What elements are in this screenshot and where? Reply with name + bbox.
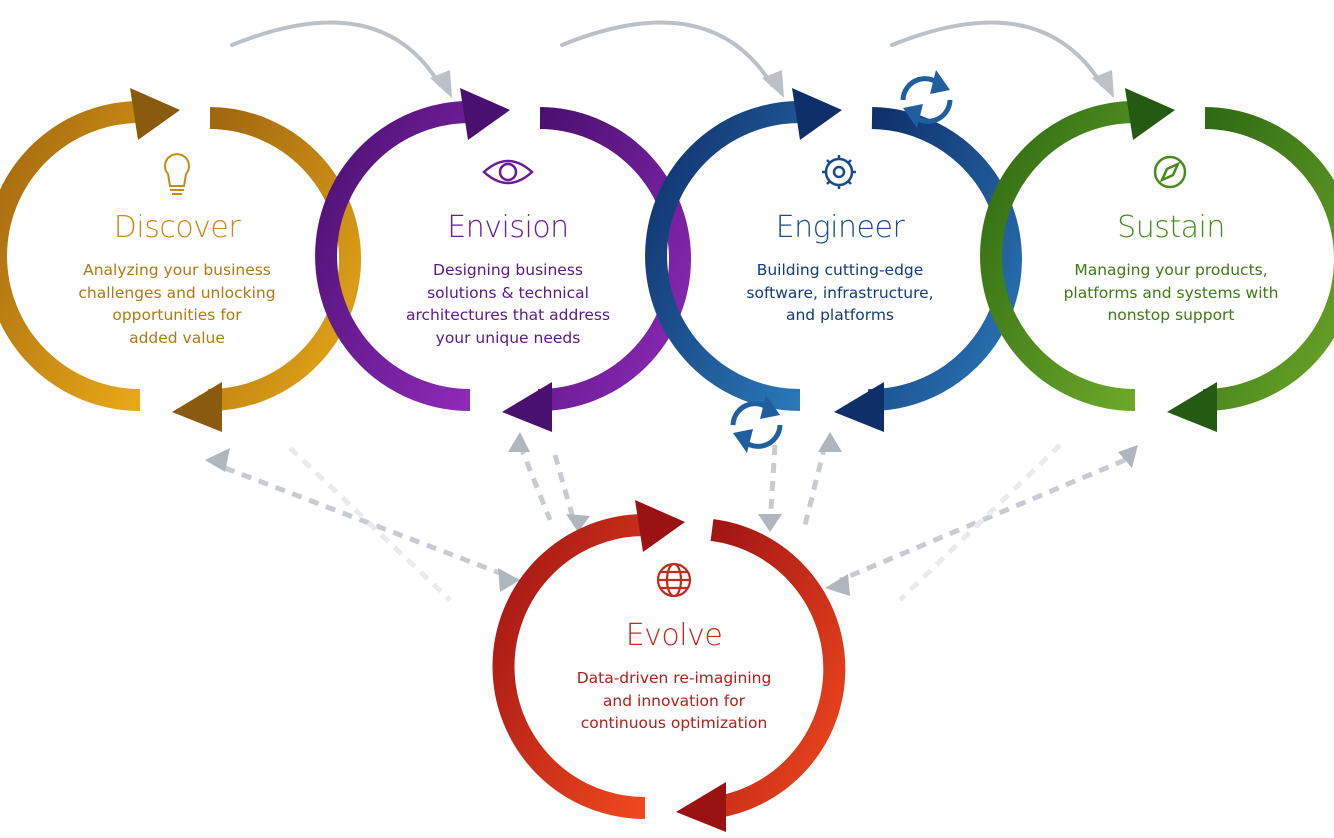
- cycle-arrowhead: [792, 88, 842, 140]
- cycle-arc-left: [980, 101, 1136, 411]
- lightbulb-icon: [164, 153, 190, 195]
- stage-description-sustain: Managing your products, platforms and sy…: [1063, 261, 1279, 324]
- dash-arrowhead: [566, 514, 590, 532]
- connector-discover-envision: [230, 20, 442, 87]
- stage-title-discover: Discover: [113, 210, 241, 245]
- stage-description-evolve: Data-driven re-imagining and innovation …: [576, 669, 772, 732]
- cycle-arrowhead: [635, 500, 685, 552]
- cycle-arc-right: [207, 107, 361, 412]
- dash-arrowhead: [498, 568, 520, 592]
- cycle-arc-right: [1202, 107, 1334, 412]
- stage-cycle-engineer: [645, 101, 1022, 412]
- cycle-arc-left: [645, 101, 801, 411]
- cycle-arrowhead: [834, 382, 884, 432]
- stage-title-envision: Envision: [447, 210, 569, 245]
- top-connectors: [230, 20, 1104, 87]
- dash-arrowhead: [758, 514, 782, 532]
- globe-icon: [656, 562, 692, 598]
- stage-description-discover: Analyzing your business challenges and u…: [78, 261, 276, 347]
- cycle-arrowhead: [1167, 382, 1217, 432]
- dash-sustain-evolve-faint: [898, 443, 1062, 602]
- stage-cycle-evolve: [492, 514, 846, 819]
- dash-engineer-evolve: [767, 444, 778, 526]
- connector-arrowhead: [430, 70, 452, 98]
- dash-envision-evolve-2: [552, 454, 578, 526]
- cycle-arrowhead: [502, 382, 552, 432]
- stage-title-evolve: Evolve: [625, 618, 723, 653]
- eye-icon: [482, 159, 534, 185]
- cycle-arrowhead: [1125, 88, 1175, 140]
- stage-title-sustain: Sustain: [1117, 210, 1225, 245]
- dash-discover-evolve: [224, 465, 506, 578]
- cycle-arc-right: [867, 107, 1022, 412]
- cycle-arc-right: [708, 519, 846, 819]
- connector-engineer-sustain: [890, 20, 1104, 87]
- dash-engineer-evolve-2: [802, 444, 828, 526]
- dash-arrowhead: [508, 432, 530, 452]
- connector-arrowhead: [762, 70, 784, 98]
- cycle-arc-right: [537, 107, 691, 412]
- connector-arrowhead: [1092, 70, 1114, 98]
- gear-icon: [822, 155, 856, 189]
- cycle-arc-left: [0, 101, 141, 411]
- refresh-icon: [900, 70, 953, 128]
- cycle-arrowheads: [130, 88, 1217, 832]
- connector-envision-engineer: [560, 20, 774, 87]
- cycle-arc-left: [492, 514, 646, 819]
- cycle-arrowhead: [676, 782, 726, 832]
- refresh-icon: [730, 395, 783, 453]
- stage-description-envision: Designing business solutions & technical…: [405, 261, 611, 347]
- cycle-arc-left: [315, 101, 471, 411]
- dash-arrowhead: [205, 448, 230, 472]
- dashed-connectors: [224, 443, 1126, 602]
- stage-description-engineer: Building cutting-edge software, infrastr…: [746, 261, 934, 324]
- cycle-arrowhead: [130, 88, 180, 140]
- cycle-arrowhead: [460, 88, 510, 140]
- stage-cycle-sustain: [980, 101, 1334, 412]
- dash-arrowhead: [1118, 445, 1138, 468]
- compass-icon: [1153, 155, 1187, 189]
- top-connector-heads: [430, 70, 1114, 98]
- cycle-arrowhead: [172, 382, 222, 432]
- dash-discover-evolve-faint: [288, 446, 452, 602]
- dash-envision-evolve: [517, 444, 553, 521]
- dash-arrowhead: [825, 574, 850, 596]
- stage-cycle-envision: [315, 101, 691, 412]
- dash-arrowhead: [818, 432, 842, 452]
- dashed-connector-heads: [205, 432, 1138, 596]
- dash-sustain-evolve: [839, 457, 1126, 583]
- stage-cycle-discover: [0, 101, 361, 412]
- stage-title-engineer: Engineer: [775, 210, 905, 245]
